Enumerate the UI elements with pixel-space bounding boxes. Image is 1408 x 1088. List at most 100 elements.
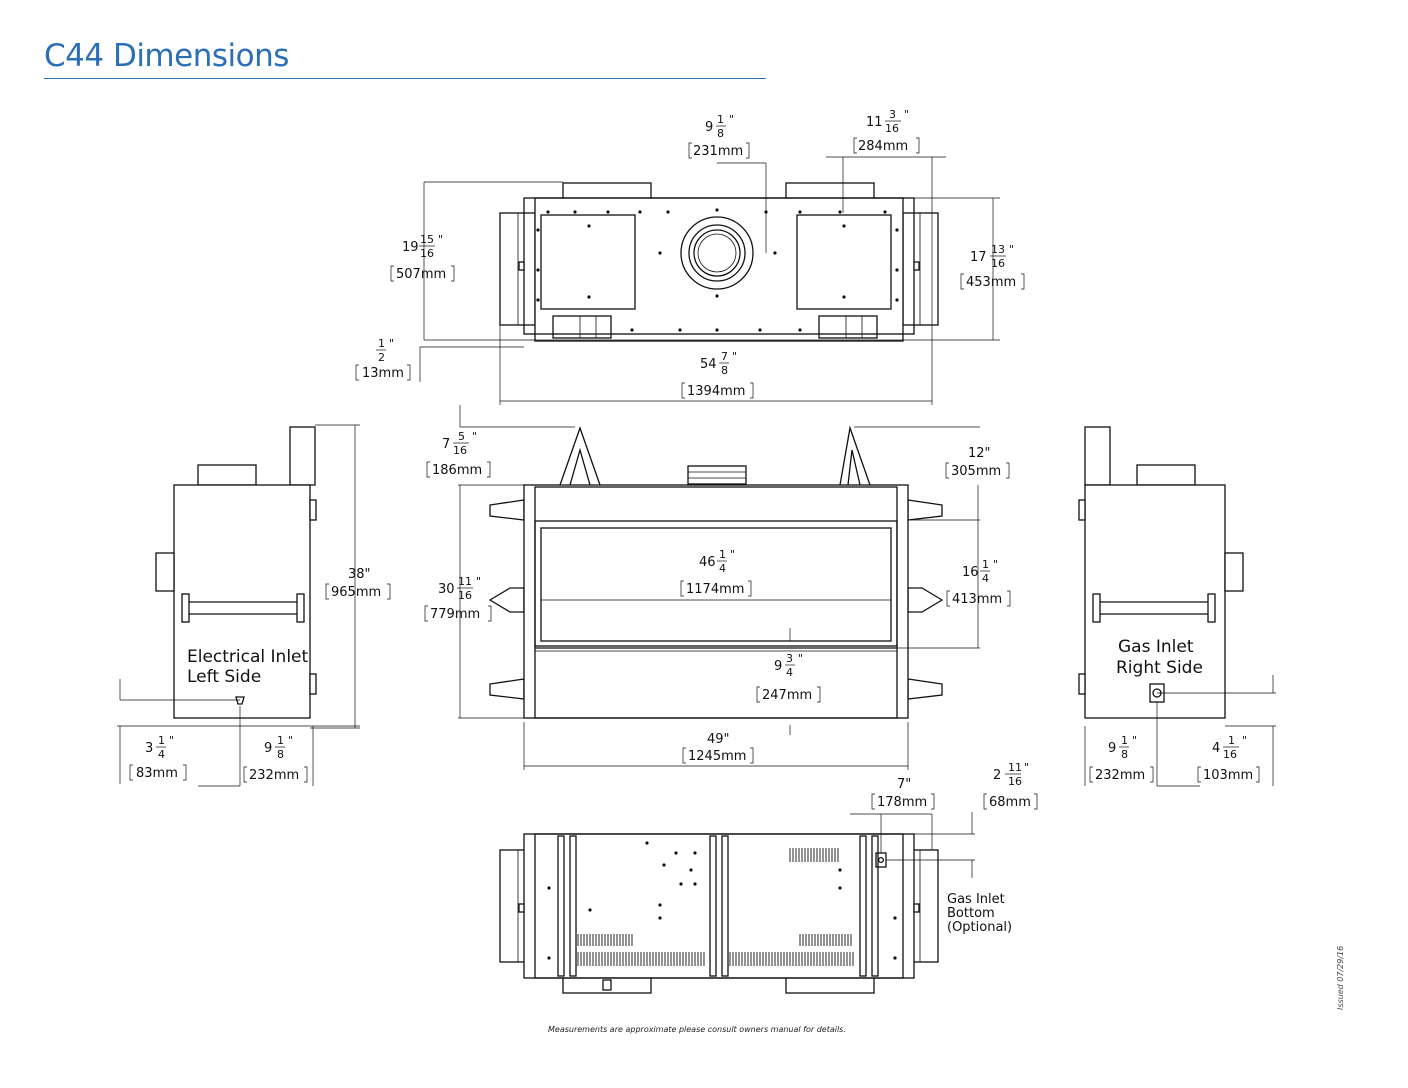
dim-num: 1 [1228,734,1235,747]
dim-num: 5 [458,430,465,443]
svg-text:": " [1009,243,1014,256]
left-view-dimensions [117,424,360,787]
dim-whole: 7 [442,437,450,452]
dim-left-height: 38" 965mm [325,567,391,600]
svg-text:": " [904,108,909,121]
gas-inlet-label: Gas Inlet [1118,637,1194,657]
dim-standoff: 1 2 " 13mm [355,337,411,381]
front-view-dimensions [458,405,980,770]
dim-whole: 16 [962,565,979,580]
dim-den: 8 [717,127,724,140]
dim-mm: 232mm [1095,768,1145,783]
dim-num: 1 [1121,734,1128,747]
dim-num: 1 [158,734,165,747]
gas-inlet-bottom-label-3: (Optional) [947,920,1012,935]
dim-right-inlet-depth: 9 1 8 " 232mm [1089,734,1154,783]
dim-vent-center: 9 1 8 " 231mm [688,113,750,159]
dim-whole: 19 [402,240,419,255]
dim-mm: 413mm [952,592,1002,607]
svg-text:": " [1024,761,1029,774]
dim-whole: 7" [897,777,911,792]
dim-den: 4 [719,562,726,575]
dim-den: 4 [158,748,165,761]
dim-num: 7 [721,350,728,363]
dim-den: 16 [458,589,472,602]
svg-text:": " [732,350,737,363]
dim-glass-height: 16 1 4 " 413mm [946,558,1011,607]
dim-mm: 13mm [362,366,404,381]
dim-glass-width: 46 1 4 " 1174mm [680,548,752,597]
issued-date: Issued 07/29/16 [1336,945,1345,1010]
dim-left-inlet-offset: 3 1 4 " 83mm [129,734,187,781]
dim-whole: 38" [348,567,371,582]
front-view [488,425,944,719]
svg-text:": " [798,652,803,665]
dim-whole: 9 [264,741,272,756]
dim-mm: 103mm [1203,768,1253,783]
svg-text:": " [729,113,734,126]
vent-slots [577,848,854,966]
right-view-dimensions [1084,675,1276,787]
dim-front-height: 30 11 16 " 779mm [424,575,492,622]
dim-whole: 9 [1108,741,1116,756]
dim-whole: 4 [1212,741,1220,756]
dim-den: 16 [453,444,467,457]
svg-text:": " [1132,734,1137,747]
svg-text:": " [288,734,293,747]
dim-den: 16 [1223,748,1237,761]
dim-left-inlet-depth: 9 1 8 " 232mm [243,734,308,783]
dim-whole: 17 [970,250,987,265]
dim-num: 1 [719,548,726,561]
bottom-view-dimensions [850,812,975,878]
dim-mm: 507mm [396,267,446,282]
dim-num: 3 [786,652,793,665]
dim-mm: 68mm [989,795,1031,810]
svg-text:": " [730,548,735,561]
disclaimer-note: Measurements are approximate please cons… [548,1025,846,1034]
dim-mm: 186mm [432,463,482,478]
gas-inlet-bottom-label: Gas Inlet [947,892,1005,907]
dim-front-top-offset: 7 5 16 " 186mm [426,430,491,478]
dim-num: 3 [889,108,896,121]
dim-den: 16 [1008,775,1022,788]
dim-num: 1 [982,558,989,571]
top-view [499,182,939,342]
dim-right-offset: 11 3 16 " 284mm [853,108,920,154]
dim-front-width: 49" 1245mm [682,732,754,764]
electrical-inlet-side-label: Left Side [187,667,261,687]
dim-mm: 1245mm [688,749,746,764]
dim-den: 4 [982,572,989,585]
top-view-dimensions [419,156,1000,405]
dim-mm: 232mm [249,768,299,783]
gas-inlet-bottom-label-2: Bottom [947,906,995,921]
dim-whole: 54 [700,357,717,372]
dim-num: 13 [991,243,1005,256]
dim-num: 1 [717,113,724,126]
dim-den: 16 [991,257,1005,270]
dim-mm: 83mm [136,766,178,781]
svg-text:": " [169,734,174,747]
dim-mm: 965mm [331,585,381,600]
dim-den: 8 [277,748,284,761]
dim-mm: 305mm [951,464,1001,479]
electrical-inlet-label: Electrical Inlet [187,647,309,667]
dim-den: 8 [1121,748,1128,761]
dim-whole: 30 [438,582,455,597]
dim-den: 8 [721,364,728,377]
bottom-view [499,833,939,994]
dim-right-inlet-offset: 4 1 16 " 103mm [1197,734,1260,783]
svg-text:": " [389,337,394,350]
dim-den: 16 [420,247,434,260]
dim-den: 4 [786,666,793,679]
dim-mm: 779mm [430,607,480,622]
svg-text:": " [472,430,477,443]
svg-text:": " [438,233,443,246]
svg-text:": " [1242,734,1247,747]
dim-num: 1 [277,734,284,747]
dim-mm: 453mm [966,275,1016,290]
dim-num: 15 [420,233,434,246]
dim-whole: 46 [699,555,716,570]
dim-depth-right: 17 13 16 " 453mm [960,243,1025,290]
dim-whole: 3 [145,741,153,756]
